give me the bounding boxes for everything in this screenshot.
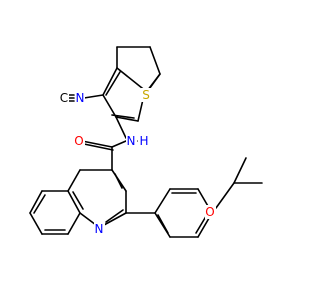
- nitrile-carbon-label: C: [60, 91, 68, 105]
- atom-labels: C N S N H O N O: [59, 88, 216, 236]
- bond-line: [105, 71, 121, 96]
- bond-line: [102, 67, 118, 96]
- bond-lines: [29, 46, 263, 238]
- amide-hydrogen-label: H: [139, 134, 148, 148]
- bond-line: [29, 212, 43, 235]
- bond-line: [157, 214, 169, 234]
- quinoline-nitrogen-label: N: [95, 222, 104, 236]
- bond-line: [67, 212, 81, 235]
- bond-line: [72, 191, 84, 210]
- bond-line: [83, 94, 104, 99]
- bond-line: [103, 212, 127, 226]
- thiophene-sulfur-label: S: [142, 88, 150, 102]
- bond-line: [67, 169, 81, 192]
- bond-line: [67, 190, 81, 214]
- bond-line: [154, 188, 171, 214]
- bond-line: [102, 94, 117, 118]
- bond-line: [115, 116, 127, 139]
- bond-line: [149, 46, 161, 75]
- nitrile-nitrogen-label: N: [76, 91, 85, 105]
- amide-nitrogen-label: N: [127, 134, 136, 148]
- bond-line: [111, 114, 135, 119]
- bond-line: [114, 173, 123, 189]
- bond-line: [105, 209, 124, 223]
- bond-line: [83, 143, 114, 151]
- bond-line: [233, 157, 247, 184]
- bond-line: [81, 140, 113, 148]
- ether-oxygen-label: O: [205, 205, 214, 219]
- carbonyl-oxygen-label: O: [74, 134, 83, 148]
- bond-line: [215, 182, 235, 209]
- bond-line: [79, 212, 97, 226]
- bond-line: [33, 194, 46, 214]
- bond-line: [111, 140, 127, 148]
- molecule-structure-diagram: C N S N H O N O: [29, 46, 263, 238]
- bond-line: [29, 190, 43, 214]
- bond-line: [115, 116, 139, 122]
